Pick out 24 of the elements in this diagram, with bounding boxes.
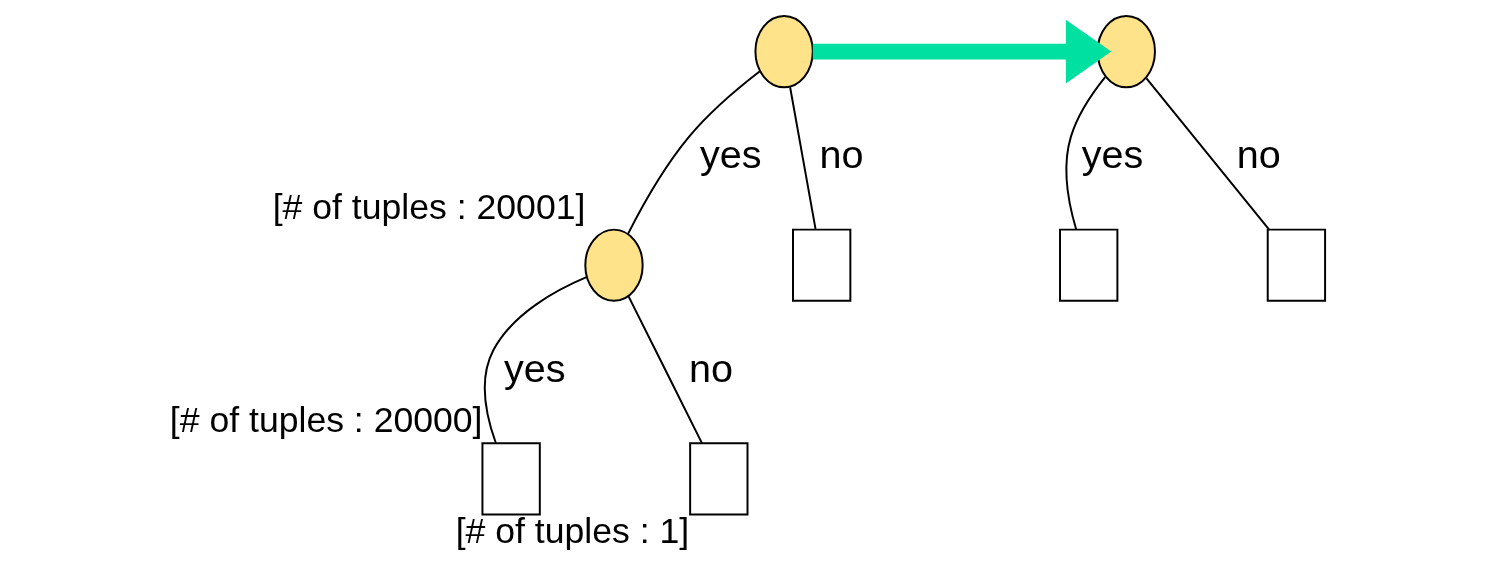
connector: [627, 295, 703, 445]
node-label: [# of tuples : 20000]: [169, 400, 483, 441]
node-box: [481, 442, 541, 516]
node-label: [# of tuples : 1]: [455, 510, 690, 551]
node-circle: [1096, 15, 1156, 89]
connector: [789, 86, 817, 230]
connector: [1065, 76, 1107, 231]
node-circle: [754, 15, 814, 89]
edge-label: no: [1236, 132, 1281, 177]
edge-label: yes: [699, 132, 762, 177]
node-circle: [584, 228, 644, 302]
arrow: [812, 19, 1112, 84]
edge-label: yes: [504, 345, 566, 390]
node-label: [# of tuples : 20001]: [272, 186, 586, 227]
node-box: [792, 228, 852, 302]
connector: [627, 70, 761, 235]
connector: [483, 276, 588, 444]
node-box: [689, 442, 749, 516]
edge-label: no: [688, 345, 733, 390]
edge-label: no: [819, 132, 864, 177]
connector: [1145, 77, 1270, 231]
edge-label: yes: [1081, 132, 1144, 177]
node-box: [1266, 228, 1327, 302]
node-box: [1059, 228, 1119, 302]
